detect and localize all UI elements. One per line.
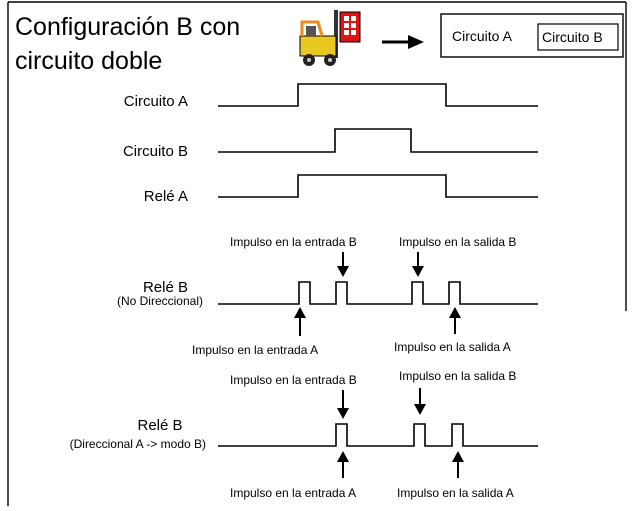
arrow-down-entry-b-1: [337, 252, 349, 277]
arrow-down-exit-b-1: [412, 252, 424, 277]
forklift-icon: [299, 10, 361, 66]
arrow-down-exit-b-2: [414, 388, 426, 415]
legend-box-circuit-b: [537, 23, 619, 51]
legend-label-circuit-b: Circuito B: [542, 29, 603, 45]
note-pulse-entry-a-1: Impulso en la entrada A: [192, 343, 318, 357]
signal-relay-b-nondir: [218, 281, 538, 305]
note-pulse-entry-a-2: Impulso en la entrada A: [230, 486, 356, 500]
row-label-circuit-a: Circuito A: [124, 93, 188, 110]
row-label-relay-b-nondir: Relé B: [143, 279, 188, 296]
note-pulse-exit-a-2: Impulso en la salida A: [397, 486, 514, 500]
legend-label-circuit-a: Circuito A: [452, 28, 513, 44]
diagram-title-line2: circuito doble: [15, 47, 162, 75]
arrow-up-exit-a-1: [449, 307, 461, 334]
row-sublabel-relay-b-dir: (Direccional A -> modo B): [70, 437, 206, 451]
arrow-up-entry-a-2: [337, 451, 349, 478]
note-pulse-entry-b-2: Impulso en la entrada B: [230, 373, 357, 387]
note-pulse-exit-b-1: Impulso en la salida B: [399, 235, 516, 249]
signal-relay-a: [218, 174, 538, 198]
note-pulse-exit-b-2: Impulso en la salida B: [399, 369, 516, 383]
right-arrow-icon: [382, 35, 424, 49]
note-pulse-entry-b-1: Impulso en la entrada B: [230, 235, 357, 249]
arrow-up-entry-a-1: [294, 307, 306, 336]
arrow-down-entry-b-2: [337, 390, 349, 419]
row-label-circuit-b: Circuito B: [123, 143, 188, 160]
row-label-relay-b-dir: Relé B: [137, 417, 182, 434]
note-pulse-exit-a-1: Impulso en la salida A: [394, 340, 511, 354]
signal-circuit-b: [218, 128, 538, 153]
diagram-title-line1: Configuración B con: [15, 13, 240, 41]
arrow-up-exit-a-2: [452, 451, 464, 478]
signal-relay-b-dir: [218, 423, 538, 447]
row-sublabel-relay-b-nondir: (No Direccional): [117, 294, 203, 308]
signal-circuit-a: [218, 83, 538, 107]
row-label-relay-a: Relé A: [144, 188, 188, 205]
